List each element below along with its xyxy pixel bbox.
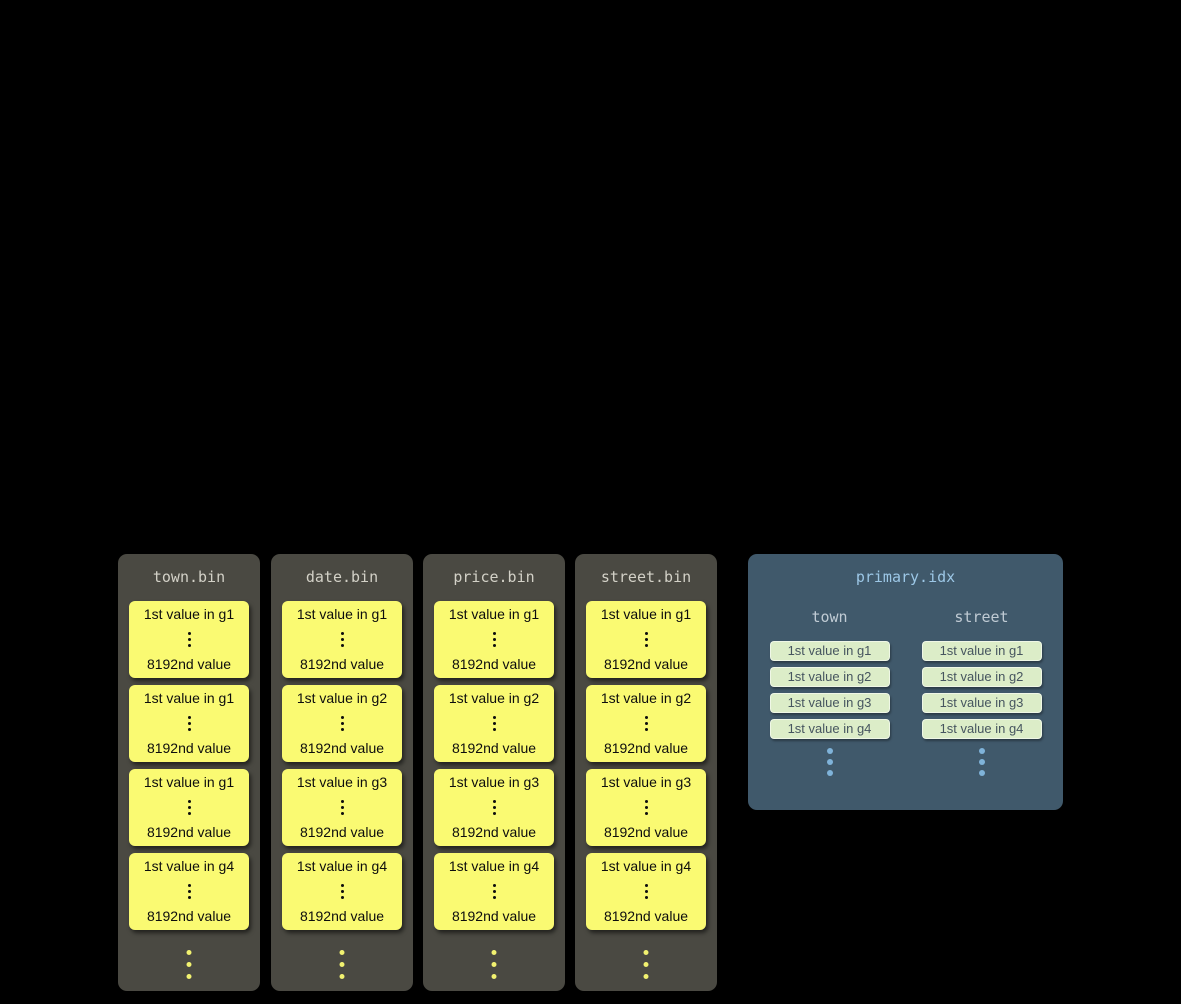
vertical-ellipsis-icon — [187, 715, 191, 731]
index-entry: 1st value in g3 — [921, 693, 1042, 713]
index-entry: 1st value in g1 — [769, 641, 890, 661]
granule-block: 1st value in g3 8192nd value — [282, 769, 402, 846]
granule-list: 1st value in g1 8192nd value 1st value i… — [129, 601, 249, 937]
bin-file-card-town: town.bin 1st value in g1 8192nd value 1s… — [118, 554, 260, 991]
bin-file-title: date.bin — [305, 568, 379, 586]
granule-first-value: 1st value in g1 — [296, 606, 388, 622]
bin-file-card-price: price.bin 1st value in g1 8192nd value 1… — [423, 554, 565, 991]
granule-block: 1st value in g1 8192nd value — [282, 601, 402, 678]
granule-last-value: 8192nd value — [451, 740, 537, 756]
index-entry: 1st value in g1 — [921, 641, 1042, 661]
granule-block: 1st value in g4 8192nd value — [434, 853, 554, 930]
vertical-ellipsis-icon — [187, 631, 191, 647]
more-granules-ellipsis-icon — [339, 950, 345, 979]
vertical-ellipsis-icon — [492, 631, 496, 647]
index-entry: 1st value in g4 — [769, 719, 890, 739]
granule-block: 1st value in g1 8192nd value — [129, 601, 249, 678]
granule-block: 1st value in g4 8192nd value — [586, 853, 706, 930]
granule-last-value: 8192nd value — [603, 824, 689, 840]
granule-first-value: 1st value in g1 — [143, 690, 235, 706]
bin-file-title: town.bin — [152, 568, 226, 586]
index-entry: 1st value in g3 — [769, 693, 890, 713]
granule-last-value: 8192nd value — [146, 824, 232, 840]
granule-first-value: 1st value in g3 — [296, 774, 388, 790]
granule-first-value: 1st value in g4 — [600, 858, 692, 874]
granule-last-value: 8192nd value — [146, 740, 232, 756]
granule-last-value: 8192nd value — [451, 656, 537, 672]
granule-first-value: 1st value in g1 — [143, 606, 235, 622]
bin-file-card-date: date.bin 1st value in g1 8192nd value 1s… — [271, 554, 413, 991]
vertical-ellipsis-icon — [187, 883, 191, 899]
index-entry: 1st value in g2 — [921, 667, 1042, 687]
index-column-town: town 1st value in g1 1st value in g2 1st… — [769, 586, 891, 776]
vertical-ellipsis-icon — [644, 799, 648, 815]
more-entries-ellipsis-icon — [826, 748, 833, 776]
granule-last-value: 8192nd value — [299, 824, 385, 840]
bin-file-title: price.bin — [453, 568, 535, 586]
bin-file-card-street: street.bin 1st value in g1 8192nd value … — [575, 554, 717, 991]
index-column-header: town — [811, 608, 848, 626]
granule-first-value: 1st value in g4 — [448, 858, 540, 874]
vertical-ellipsis-icon — [340, 715, 344, 731]
granule-list: 1st value in g1 8192nd value 1st value i… — [586, 601, 706, 937]
vertical-ellipsis-icon — [492, 799, 496, 815]
vertical-ellipsis-icon — [644, 631, 648, 647]
more-entries-ellipsis-icon — [978, 748, 985, 776]
granule-last-value: 8192nd value — [451, 824, 537, 840]
vertical-ellipsis-icon — [644, 715, 648, 731]
granule-block: 1st value in g2 8192nd value — [434, 685, 554, 762]
granule-last-value: 8192nd value — [603, 908, 689, 924]
granule-last-value: 8192nd value — [146, 656, 232, 672]
vertical-ellipsis-icon — [492, 715, 496, 731]
granule-last-value: 8192nd value — [299, 908, 385, 924]
bin-file-title: street.bin — [600, 568, 692, 586]
granule-first-value: 1st value in g1 — [143, 774, 235, 790]
index-column-street: street 1st value in g1 1st value in g2 1… — [921, 586, 1043, 776]
granule-first-value: 1st value in g2 — [448, 690, 540, 706]
primary-index-title: primary.idx — [855, 568, 956, 586]
granule-first-value: 1st value in g4 — [143, 858, 235, 874]
granule-last-value: 8192nd value — [146, 908, 232, 924]
granule-block: 1st value in g2 8192nd value — [586, 685, 706, 762]
index-entry: 1st value in g4 — [921, 719, 1042, 739]
granule-first-value: 1st value in g2 — [600, 690, 692, 706]
index-column-header: street — [954, 608, 1009, 626]
granule-last-value: 8192nd value — [603, 656, 689, 672]
more-granules-ellipsis-icon — [186, 950, 192, 979]
granule-last-value: 8192nd value — [299, 656, 385, 672]
granule-list: 1st value in g1 8192nd value 1st value i… — [434, 601, 554, 937]
vertical-ellipsis-icon — [340, 799, 344, 815]
granule-first-value: 1st value in g3 — [600, 774, 692, 790]
primary-index-card: primary.idx town 1st value in g1 1st val… — [748, 554, 1063, 810]
granule-first-value: 1st value in g1 — [448, 606, 540, 622]
granule-block: 1st value in g4 8192nd value — [282, 853, 402, 930]
more-granules-ellipsis-icon — [491, 950, 497, 979]
granule-block: 1st value in g1 8192nd value — [434, 601, 554, 678]
vertical-ellipsis-icon — [492, 883, 496, 899]
granule-block: 1st value in g4 8192nd value — [129, 853, 249, 930]
vertical-ellipsis-icon — [644, 883, 648, 899]
granule-first-value: 1st value in g1 — [600, 606, 692, 622]
granule-block: 1st value in g1 8192nd value — [129, 769, 249, 846]
granule-block: 1st value in g1 8192nd value — [129, 685, 249, 762]
primary-index-columns: town 1st value in g1 1st value in g2 1st… — [748, 586, 1063, 776]
index-entry: 1st value in g2 — [769, 667, 890, 687]
granule-last-value: 8192nd value — [299, 740, 385, 756]
more-granules-ellipsis-icon — [643, 950, 649, 979]
granule-last-value: 8192nd value — [603, 740, 689, 756]
granule-block: 1st value in g3 8192nd value — [586, 769, 706, 846]
granule-first-value: 1st value in g4 — [296, 858, 388, 874]
granule-first-value: 1st value in g2 — [296, 690, 388, 706]
granule-list: 1st value in g1 8192nd value 1st value i… — [282, 601, 402, 937]
granule-block: 1st value in g3 8192nd value — [434, 769, 554, 846]
granule-last-value: 8192nd value — [451, 908, 537, 924]
granule-block: 1st value in g1 8192nd value — [586, 601, 706, 678]
granule-block: 1st value in g2 8192nd value — [282, 685, 402, 762]
vertical-ellipsis-icon — [187, 799, 191, 815]
vertical-ellipsis-icon — [340, 631, 344, 647]
granule-first-value: 1st value in g3 — [448, 774, 540, 790]
vertical-ellipsis-icon — [340, 883, 344, 899]
